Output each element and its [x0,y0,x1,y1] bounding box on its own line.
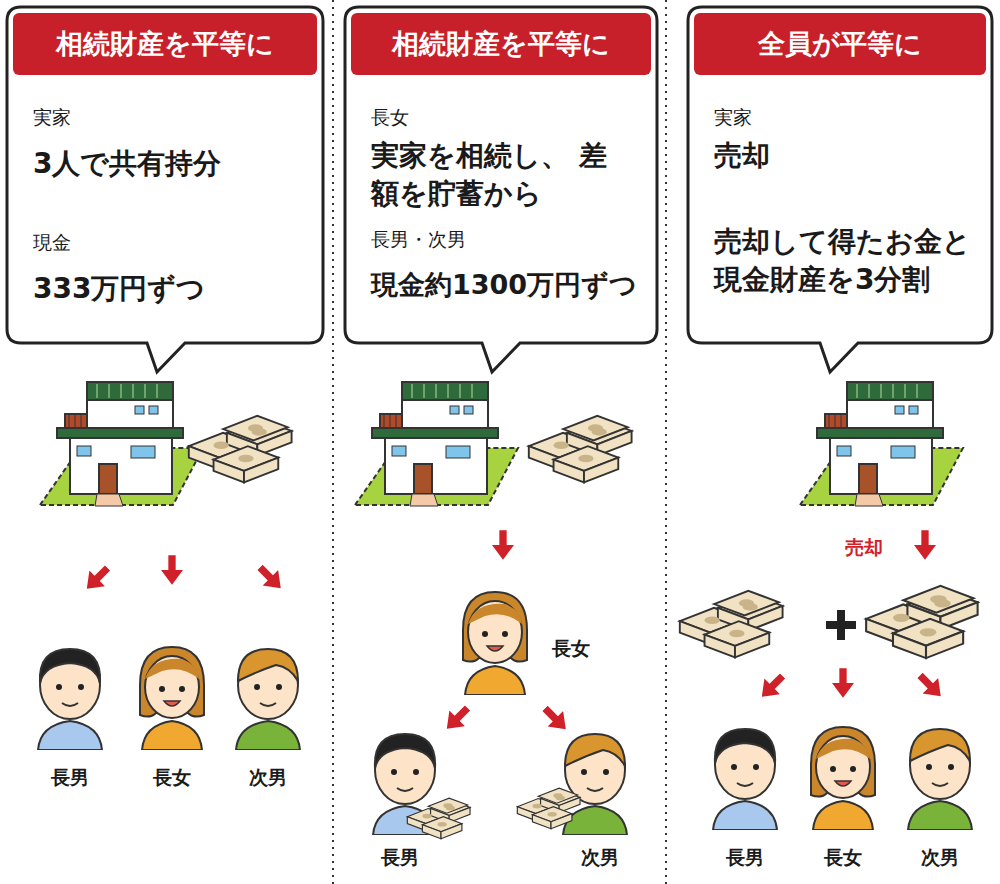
body-text: 売却して得たお金と 現金財産を3分割 [714,223,979,299]
header-band: 相続財産を平等に [351,13,651,75]
body-caption: 実家 [714,105,752,131]
body-caption: 長女 [371,105,409,131]
person-label: 長女 [824,845,862,871]
callout-box: 実家売却売却して得たお金と 現金財産を3分割 全員が平等に [686,5,994,375]
body-caption: 実家 [33,105,71,131]
person-label: 長女 [153,765,191,791]
header-text: 全員が平等に [758,26,922,62]
person-label: 次男 [921,845,959,871]
person-label: 売却 [845,535,883,561]
header-band: 全員が平等に [694,13,986,75]
person-label: 長男 [726,845,764,871]
person-label: 次男 [581,845,619,871]
callout-box: 長女実家を相続し、 差額を貯蓄から長男・次男現金約1300万円ずつ相続財産を平等… [343,5,659,375]
person-label: 次男 [249,765,287,791]
body-caption: 長男・次男 [371,227,466,253]
person-label: 長女 [552,636,590,662]
body-text: 現金約1300万円ずつ [371,267,637,303]
callout-box: 実家 3人で共有持分現金 333万円ずつ 相続財産を平等に [5,5,325,375]
person-label: 長男 [381,845,419,871]
header-text: 相続財産を平等に [392,26,610,62]
body-text: 売却 [714,137,770,175]
header-band: 相続財産を平等に [13,13,317,75]
body-text: 実家を相続し、 差額を貯蓄から [371,137,621,213]
body-text: 3人で共有持分 [33,145,221,183]
body-caption: 現金 [33,230,71,256]
person-label: 長男 [51,765,89,791]
body-text: 333万円ずつ [33,270,205,308]
header-text: 相続財産を平等に [56,26,274,62]
